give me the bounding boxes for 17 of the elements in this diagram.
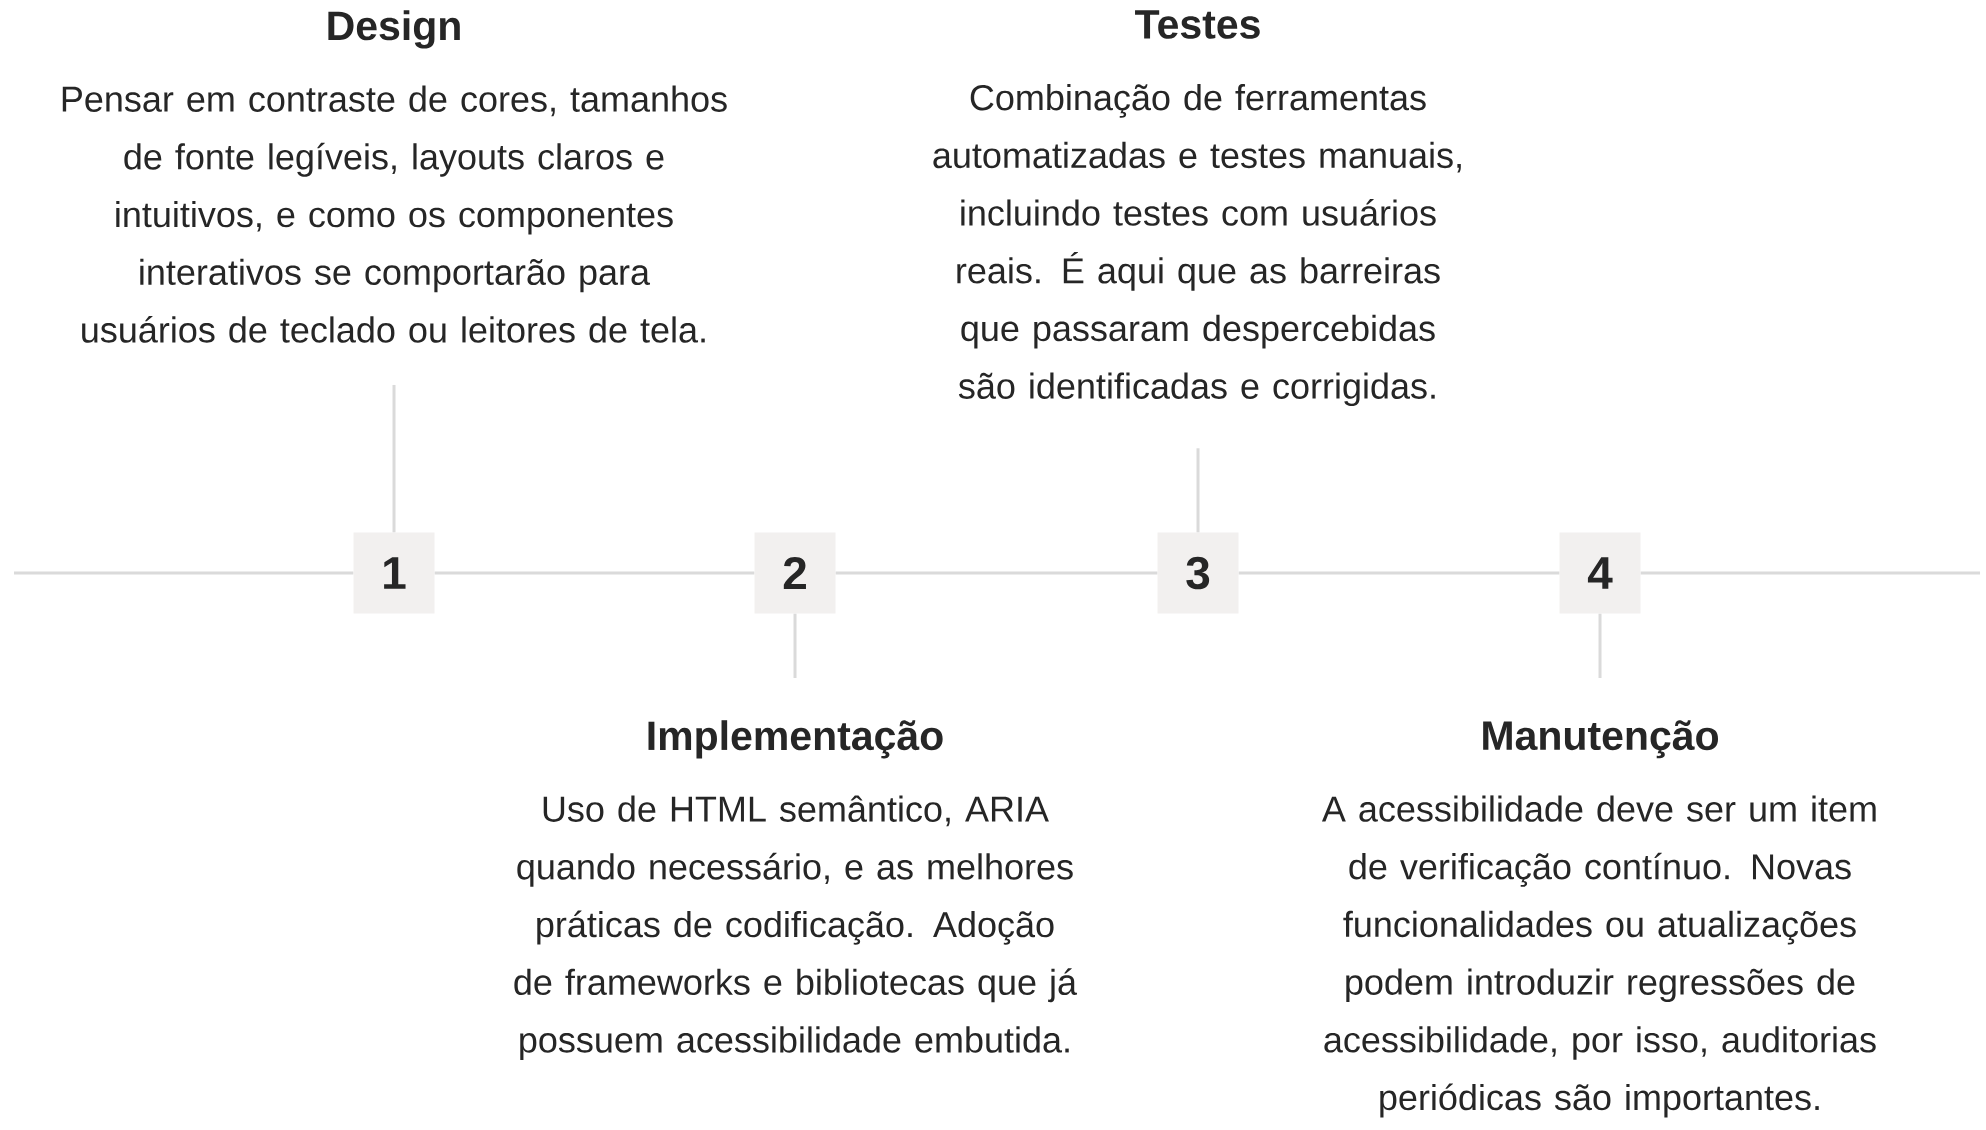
step-text: Manutenção A acessibilidade deve ser um item de verificação contínuo. Novas funcionalidades ou atualizações podem introduzir regressões de acessibilidade, por isso, auditorias periódicas são importantes.: [1321, 720, 1876, 1118]
timeline-line: [14, 571, 354, 575]
leader-line: [392, 384, 396, 533]
leader-line: [1196, 448, 1200, 533]
number-box: 1: [353, 532, 435, 614]
number-box: 3: [1157, 532, 1239, 614]
leader-line: [793, 613, 797, 678]
timeline-line: [835, 571, 1158, 575]
timeline-line: [434, 571, 755, 575]
number-box: 2: [754, 532, 836, 614]
step-text: Implementação Uso de HTML semântico, ARIA quando necessário, e as melhores práticas de codificação. Adoção de frameworks e bibliotecas que já possuem acessibilidade embutida.: [514, 720, 1077, 1060]
number-box: 4: [1559, 532, 1641, 614]
leader-line: [1598, 613, 1602, 678]
timeline-line: [1238, 571, 1560, 575]
timeline-line: [1640, 571, 1980, 575]
step-text: Design Pensar em contraste de cores, tamanhos de fonte legíveis, layouts claros e intuitivos, e como os componentes interativos se comportarão para usuários de teclado ou leitores de tela.: [62, 10, 727, 343]
step-text: Testes Combinação de ferramentas automatizadas e testes manuais, incluindo testes com usuários reais. É aqui que as barreiras que passaram despercebidas são identificadas e corrigidas.: [933, 10, 1461, 407]
